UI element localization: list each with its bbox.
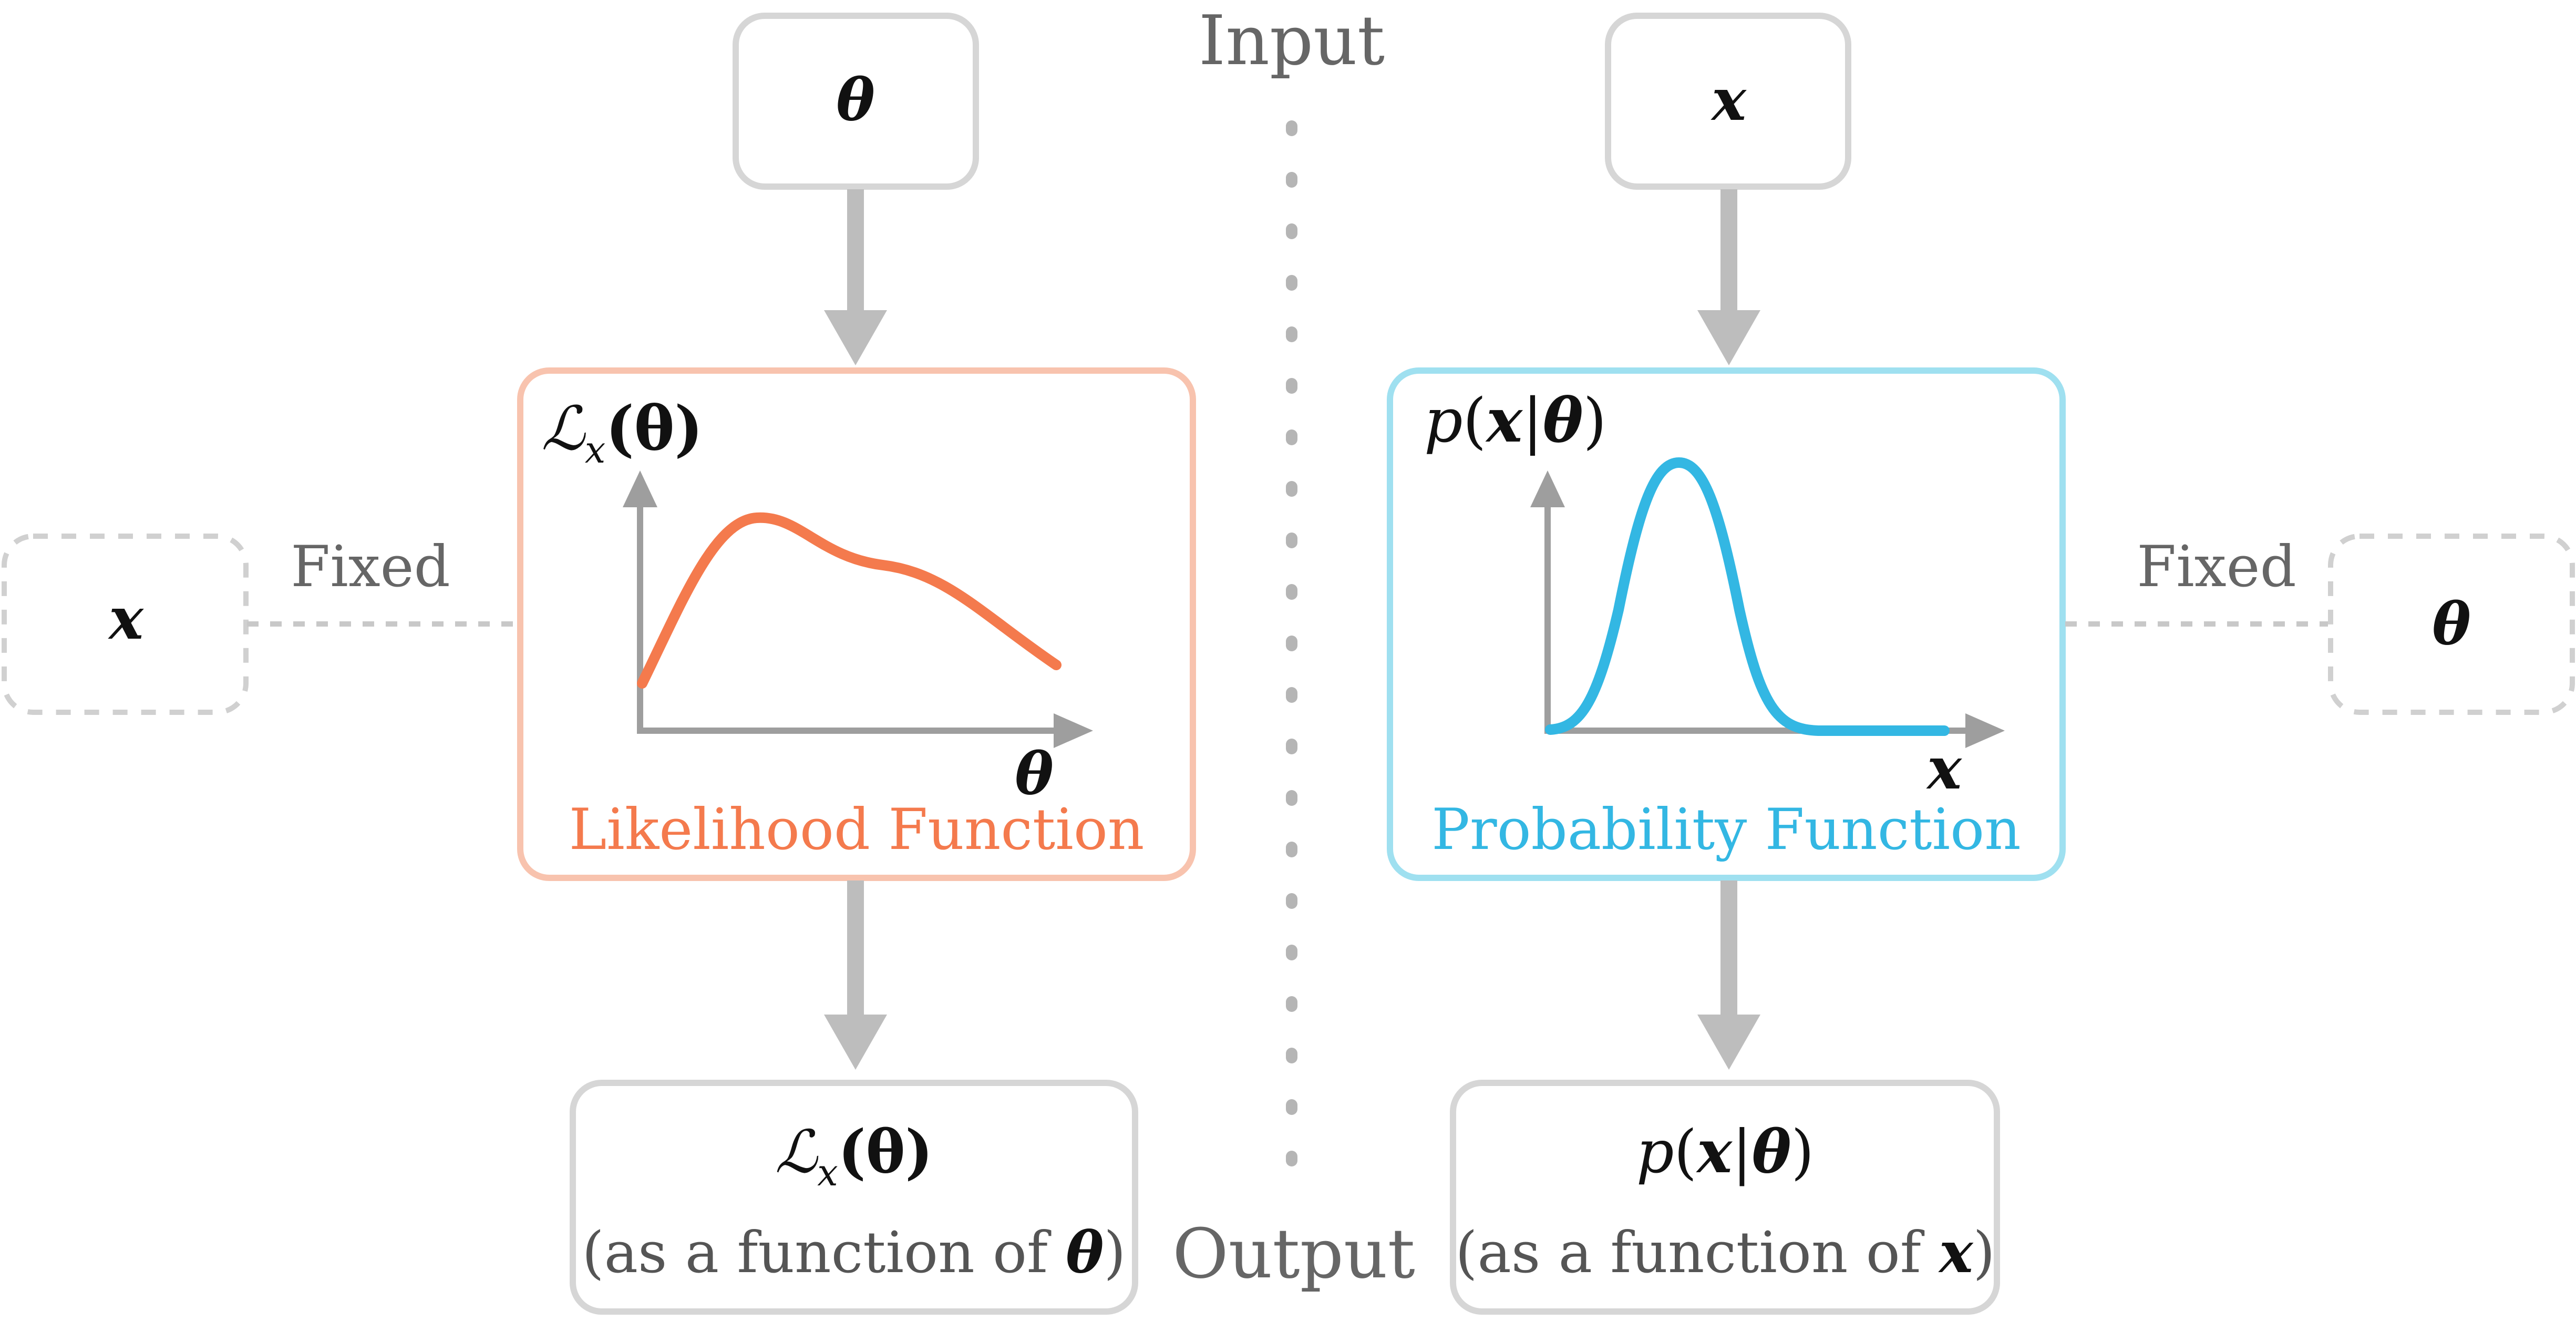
left-output-arrow <box>824 880 887 1070</box>
input-label: Input <box>1199 1 1385 80</box>
left-output-line2: (as a function of θ) <box>582 1220 1126 1286</box>
left-output-box: ℒx(θ) (as a function of θ) <box>570 1080 1138 1315</box>
left-output-line1: ℒx(θ) <box>775 1118 933 1194</box>
probability-function-box: p(x|θ) x Probability Function <box>1387 367 2066 881</box>
left-fixed-label: Fixed <box>291 534 450 600</box>
right-output-box: p(x|θ) (as a function of x) <box>1450 1080 2000 1315</box>
likelihood-function-title: Likelihood Function <box>569 797 1145 863</box>
right-fixed-label: Fixed <box>2137 534 2296 600</box>
left-fixed-box: x <box>2 534 249 715</box>
right-input-box: x <box>1605 13 1851 190</box>
likelihood-curve <box>637 512 1062 689</box>
right-output-line2: (as a function of x) <box>1455 1220 1995 1286</box>
right-input-symbol: x <box>1711 66 1747 134</box>
right-output-line1: p(x|θ) <box>1636 1118 1814 1186</box>
probability-curve <box>1545 457 1950 736</box>
left-input-box: θ <box>733 13 979 190</box>
likelihood-function-box: ℒx(θ) θ Likelihood Function <box>517 367 1196 881</box>
right-output-arrow <box>1697 880 1760 1070</box>
right-input-arrow <box>1697 189 1760 365</box>
likelihood-x-axis-label: θ <box>1015 740 1053 807</box>
output-label: Output <box>1172 1214 1415 1294</box>
likelihood-y-axis-label: ℒx(θ) <box>541 393 703 472</box>
probability-x-axis-label: x <box>1926 734 1962 802</box>
left-input-symbol: θ <box>836 66 874 134</box>
left-fixed-symbol: x <box>108 585 144 652</box>
probability-y-axis-label: p(x|θ) <box>1424 385 1606 456</box>
left-input-arrow <box>824 189 887 365</box>
probability-function-title: Probability Function <box>1431 797 2021 863</box>
right-fixed-box: θ <box>2328 534 2575 715</box>
right-fixed-symbol: θ <box>2432 590 2470 658</box>
